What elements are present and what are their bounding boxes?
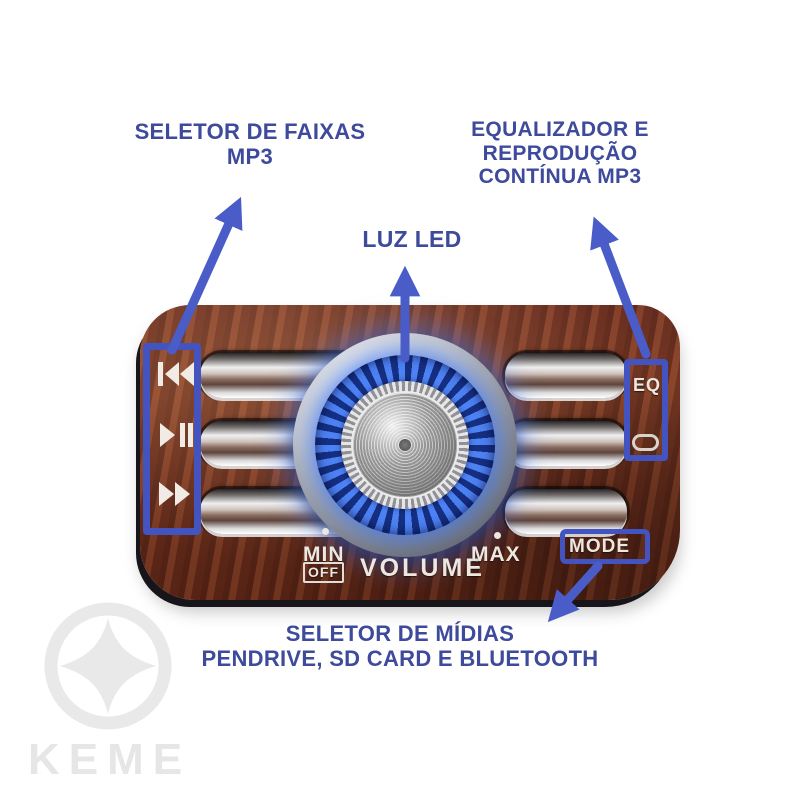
caption-track-selector-line1: SELETOR DE FAIXAS	[134, 119, 366, 144]
max-label: MAX	[471, 543, 521, 566]
min-label: MIN	[303, 543, 345, 566]
max-dot	[494, 532, 501, 539]
min-dot	[322, 528, 329, 535]
control-panel-photo: MIN OFF VOLUME MAX EQ MODE	[140, 305, 680, 600]
chrome-button	[505, 421, 627, 466]
caption-media-selector-line2: PENDRIVE, SD CARD E BLUETOOTH	[201, 645, 599, 671]
volume-knob	[293, 333, 517, 557]
caption-track-selector: SELETOR DE FAIXAS MP3	[110, 119, 390, 170]
repeat-loop-icon	[632, 434, 659, 451]
knob-face	[351, 391, 459, 499]
chrome-button	[505, 489, 627, 534]
mode-label: MODE	[569, 536, 630, 557]
chrome-button	[505, 353, 627, 398]
caption-media-selector: SELETOR DE MÍDIAS PENDRIVE, SD CARD E BL…	[120, 621, 680, 672]
caption-equalizer-line2: REPRODUÇÃO	[482, 141, 638, 165]
caption-led: LUZ LED	[362, 226, 462, 252]
highlight-mode	[560, 529, 650, 564]
caption-equalizer: EQUALIZADOR E REPRODUÇÃO CONTÍNUA MP3	[430, 118, 690, 189]
play-pause-icon	[160, 423, 193, 447]
knob-center	[399, 439, 411, 451]
eq-label: EQ	[633, 375, 662, 395]
caption-equalizer-line3: CONTÍNUA MP3	[478, 165, 642, 189]
highlight-eq-loop	[624, 359, 668, 461]
previous-track-icon	[158, 362, 194, 386]
caption-track-selector-line2: MP3	[226, 143, 274, 169]
keme-brand-text: KEME	[28, 735, 192, 784]
next-track-icon	[159, 482, 190, 506]
caption-media-selector-line1: SELETOR DE MÍDIAS	[285, 621, 515, 646]
off-label: OFF	[303, 562, 344, 583]
highlight-track-buttons	[143, 343, 201, 535]
keme-logo-icon	[44, 602, 172, 730]
caption-equalizer-line1: EQUALIZADOR E	[471, 118, 649, 141]
volume-label: VOLUME	[360, 554, 485, 582]
